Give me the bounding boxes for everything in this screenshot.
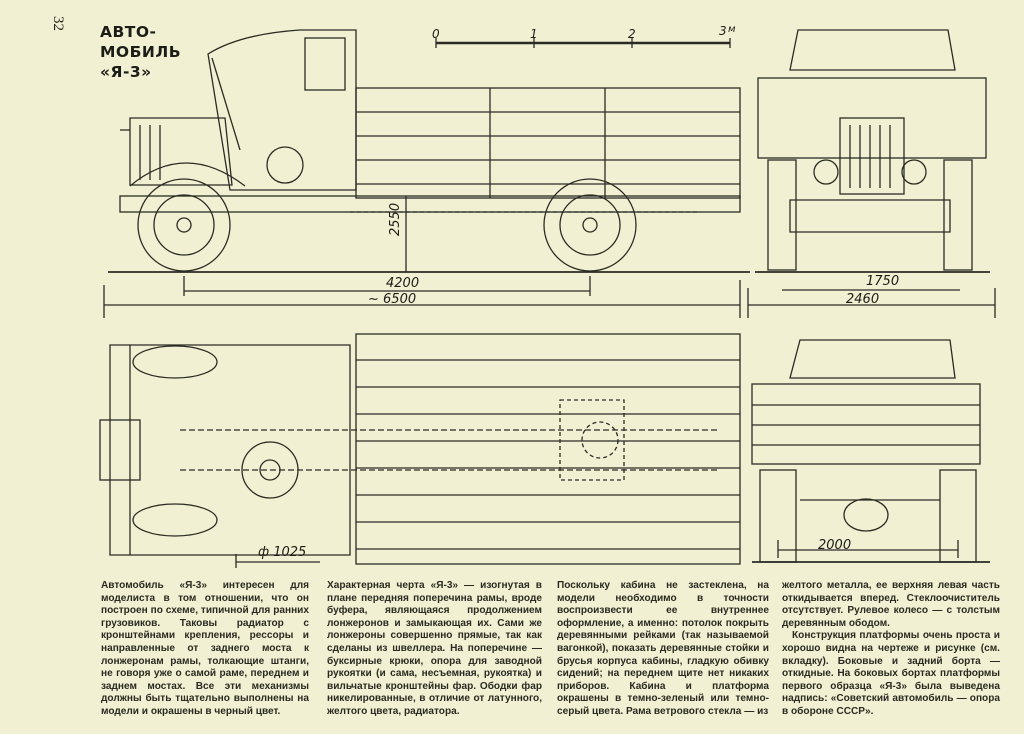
scale-bar (435, 38, 731, 48)
rear-view (751, 339, 990, 563)
dim-wheel-diameter: ф 1025 (258, 545, 307, 560)
paragraph: Характерная черта «Я-3» — изогнутая в пл… (327, 580, 542, 717)
dim-height: 2550 (388, 202, 403, 236)
paragraph: Поскольку кабина не застеклена, на модел… (557, 580, 769, 717)
dim-wheelbase: 4200 (386, 276, 420, 291)
text-column-1: Автомобиль «Я-3» интересен для моделиста… (101, 580, 309, 719)
text-column-4: желтого металла, ее верхняя левая часть … (782, 580, 1000, 719)
dim-rear-width: 2000 (818, 538, 852, 553)
paragraph: Автомобиль «Я-3» интересен для моделиста… (101, 580, 309, 717)
dim-track: 1750 (866, 274, 900, 289)
title-line-3: «Я-3» (100, 63, 152, 81)
scale-tick-2: 2 (628, 27, 636, 41)
text-column-3: Поскольку кабина не застеклена, на модел… (557, 580, 769, 719)
scale-unit: м (728, 24, 736, 35)
dim-length: ~ 6500 (368, 292, 417, 307)
side-view (103, 29, 750, 318)
title-line-1: АВТО- (100, 23, 157, 41)
scale-tick-3: 3 (719, 24, 727, 38)
scale-tick-1: 1 (530, 27, 538, 41)
scale-tick-0: 0 (432, 27, 440, 41)
dim-front-width: 2460 (846, 292, 880, 307)
paragraph: Конструкция платформы очень проста и хор… (782, 630, 1000, 717)
text-column-2: Характерная черта «Я-3» — изогнутая в пл… (327, 580, 542, 719)
front-view (747, 29, 996, 318)
article-title: АВТО- МОБИЛЬ «Я-3» (100, 22, 181, 82)
top-view (99, 333, 741, 568)
title-line-2: МОБИЛЬ (100, 43, 182, 61)
paragraph: желтого металла, ее верхняя левая часть … (782, 580, 1000, 629)
